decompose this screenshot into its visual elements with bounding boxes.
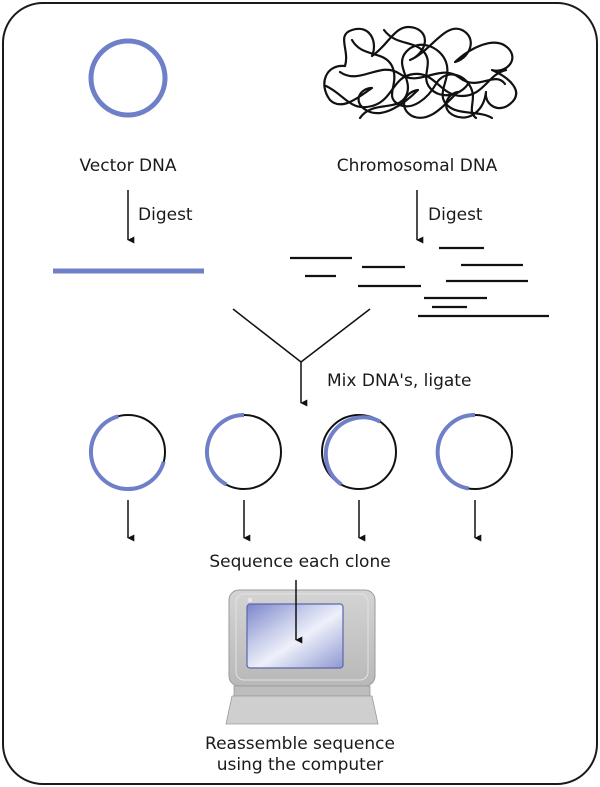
digest-label-left: Digest xyxy=(138,205,193,225)
mix-ligate-label: Mix DNA's, ligate xyxy=(327,371,472,391)
merge-line-left xyxy=(232,308,302,363)
reassemble-label-line2: using the computer xyxy=(216,755,384,775)
chromosomal-dna-label: Chromosomal DNA xyxy=(336,156,498,176)
recombinant-clone-4 xyxy=(435,412,513,491)
computer-screen xyxy=(246,603,344,669)
computer-icon xyxy=(225,589,379,725)
recombinant-clone-3 xyxy=(321,414,397,490)
sequence-clone-label: Sequence each clone xyxy=(209,552,391,572)
digest-label-right: Digest xyxy=(428,205,483,225)
reassemble-label-line1: Reassemble sequence xyxy=(205,734,395,754)
vector-dna-label: Vector DNA xyxy=(79,156,177,176)
merge-line-right xyxy=(300,308,371,363)
recombinant-clone-2 xyxy=(205,413,282,490)
recombinant-clone-1 xyxy=(88,414,166,492)
chromosomal-dna-tangle xyxy=(323,25,518,120)
vector-dna-plasmid xyxy=(88,38,168,118)
chromosomal-fragments xyxy=(290,246,549,318)
